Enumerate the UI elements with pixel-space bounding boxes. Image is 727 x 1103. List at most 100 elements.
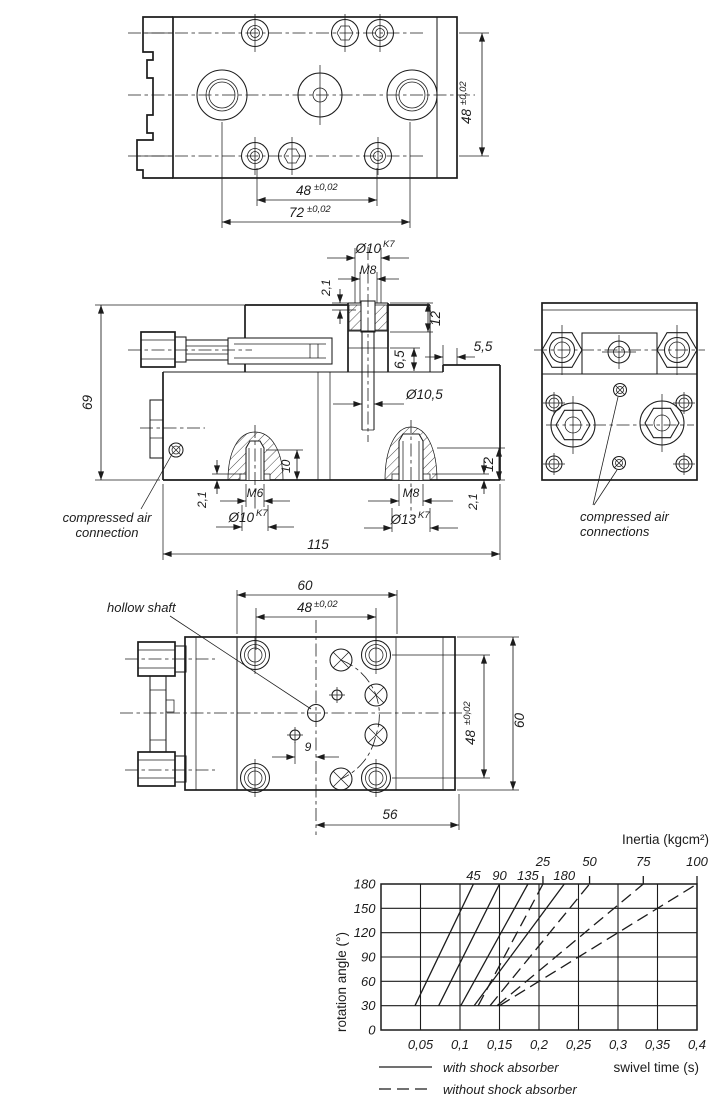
dim-12-right: 12 <box>437 447 505 481</box>
dim-tolerance: ±0,02 <box>314 599 338 610</box>
series-line-45 <box>414 883 475 1006</box>
inertia-label-solid: 90 <box>492 868 507 883</box>
x-tick-label: 0,25 <box>566 1037 592 1052</box>
dim-fit: K7 <box>418 510 430 521</box>
dim-top-72-outer: 72 ±0,02 <box>221 122 411 228</box>
note-line: hollow shaft <box>107 600 177 615</box>
corner-holes <box>239 636 392 797</box>
dim-9: 9 <box>272 740 339 764</box>
dim-label: 2,1 <box>195 491 209 509</box>
dim-60-top: 60 <box>236 578 398 634</box>
inertia-label-solid: 135 <box>517 868 539 883</box>
dim-m8-bot: M8 <box>368 484 453 506</box>
dim-fit: K7 <box>383 239 395 250</box>
dim-tolerance: ±0,02 <box>462 701 473 725</box>
inertia-label-dashed: 25 <box>535 854 551 869</box>
top-view-holes <box>196 14 438 175</box>
dim-label: 48 <box>296 183 312 198</box>
boss-m6 <box>227 425 284 512</box>
y-tick-label: 30 <box>361 998 376 1013</box>
dim-label: Ø10 <box>227 510 254 525</box>
valve-block <box>140 399 205 459</box>
x-tick-label: 0,05 <box>408 1037 434 1052</box>
dim-label: 115 <box>307 537 329 552</box>
x-tick-label: 0,35 <box>645 1037 671 1052</box>
note-compressed-air-front: compressed air connection <box>63 455 172 540</box>
center-hole <box>602 335 636 369</box>
chart-x-axis-title: swivel time (s) <box>613 1060 699 1075</box>
chart-legend: with shock absorber without shock absorb… <box>379 1060 577 1097</box>
dim-21-botright: 2,1 <box>432 460 489 511</box>
chart-y-axis-title: rotation angle (°) <box>334 932 349 1032</box>
dim-tolerance: ±0,02 <box>307 204 331 215</box>
dim-label: 2,1 <box>466 493 480 511</box>
dim-56: 56 <box>315 794 460 830</box>
dim-48-right: 48 ±0,02 <box>392 654 490 779</box>
legend-label-solid: with shock absorber <box>443 1060 559 1075</box>
dim-label: 2,1 <box>319 279 333 297</box>
dim-label: 9 <box>305 740 312 754</box>
series-line-75 <box>496 883 644 1007</box>
x-tick-label: 0,3 <box>609 1037 628 1052</box>
dim-69: 69 <box>80 304 250 481</box>
dim-label: Ø10,5 <box>405 387 443 402</box>
dim-115: 115 <box>162 484 501 560</box>
hex-port-right <box>639 394 685 452</box>
dim-label: Ø13 <box>389 512 416 527</box>
dim-label: 5,5 <box>474 339 493 354</box>
dim-10: 10 <box>266 449 303 481</box>
shaft-block <box>347 247 389 442</box>
y-tick-label: 60 <box>361 974 376 989</box>
dim-label: 12 <box>481 456 496 472</box>
inertia-label-solid: 180 <box>553 868 575 883</box>
inertia-label-solid: 45 <box>466 868 481 883</box>
small-holes <box>287 687 345 743</box>
x-tick-label: 0,2 <box>530 1037 549 1052</box>
dim-d105: Ø10,5 <box>333 387 443 408</box>
dim-12-top: 12 <box>390 302 443 333</box>
y-tick-label: 90 <box>361 950 376 965</box>
note-line: compressed air <box>63 510 153 525</box>
top-view: 48 ±0,02 48 ±0,02 72 ±0,02 <box>128 14 489 228</box>
x-tick-label: 0,15 <box>487 1037 513 1052</box>
inertia-label-dashed: 100 <box>686 854 708 869</box>
left-clamp-assembly <box>137 641 187 787</box>
dim-fit: K7 <box>256 508 268 519</box>
dim-55: 5,5 <box>425 339 493 365</box>
dim-label: M8 <box>403 486 420 500</box>
dim-label: Ø10 <box>354 241 381 256</box>
y-tick-label: 0 <box>368 1023 376 1038</box>
dim-label: 12 <box>428 310 443 326</box>
dim-label: 72 <box>289 205 305 220</box>
corner-screws <box>543 392 695 475</box>
dim-label: 60 <box>512 712 527 728</box>
chart-top-axis-title: Inertia (kgcm²) <box>622 832 709 847</box>
dim-m8-top: M8 <box>338 263 399 303</box>
dim-label: M6 <box>247 486 264 500</box>
air-connection-port <box>612 382 628 398</box>
dim-label: 60 <box>297 578 313 593</box>
dim-d10k7-bot: Ø10 K7 <box>216 505 294 531</box>
dim-top-48-inner: 48 ±0,02 <box>256 168 378 206</box>
dim-60-right: 60 <box>457 636 527 791</box>
dim-label: 48 <box>297 600 313 615</box>
dim-m6: M6 <box>220 484 290 507</box>
air-connection-port <box>611 455 627 471</box>
dim-label: 10 <box>279 459 293 473</box>
boss-m8 <box>384 420 438 515</box>
series-line-25 <box>477 883 544 1006</box>
note-line: compressed air <box>580 509 670 524</box>
legend-label-dashed: without shock absorber <box>443 1082 577 1097</box>
dim-label: 69 <box>80 394 95 410</box>
x-tick-label: 0,4 <box>688 1037 706 1052</box>
dim-label: M8 <box>360 263 377 277</box>
x-tick-label: 0,1 <box>451 1037 469 1052</box>
dim-48-top: 48 ±0,02 <box>255 599 377 650</box>
dim-65: 6,5 <box>390 347 420 372</box>
dim-d13k7: Ø13 K7 <box>364 508 458 532</box>
hollow-shaft-bore <box>306 703 326 723</box>
